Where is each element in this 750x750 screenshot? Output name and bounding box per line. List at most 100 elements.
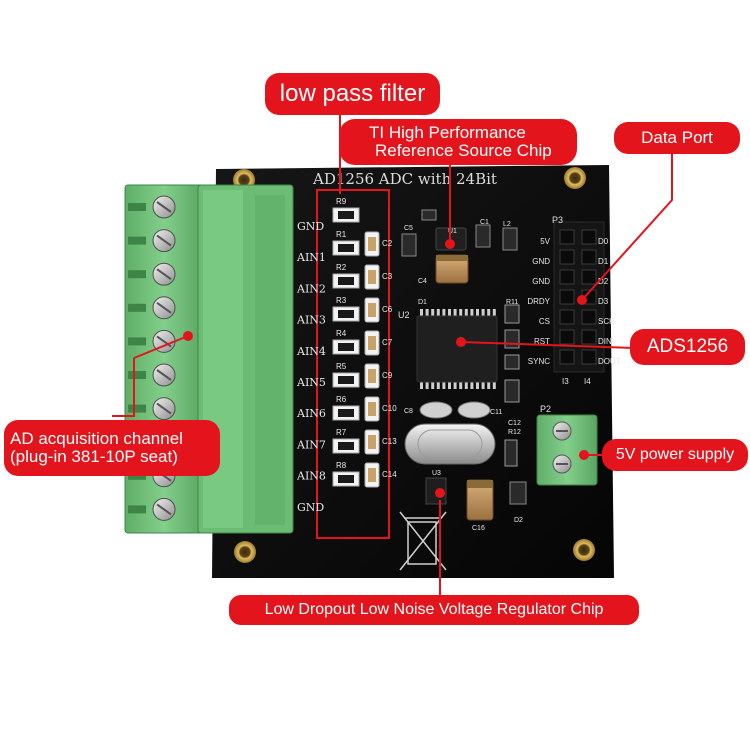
channel-label: AIN6 xyxy=(296,407,326,420)
chip-pin xyxy=(481,309,485,317)
channel-label: AIN2 xyxy=(296,282,326,295)
chip-pin xyxy=(492,381,496,389)
chip-pin xyxy=(470,309,474,317)
power-supply-callout: 5V power supply xyxy=(602,439,748,471)
chip-pin xyxy=(420,309,423,317)
smd-capacitor xyxy=(364,363,380,389)
chip-pin xyxy=(459,309,463,317)
header-pin xyxy=(559,229,575,245)
component-label: C12 xyxy=(508,420,521,427)
leader-lines xyxy=(112,111,673,598)
header-pin xyxy=(581,249,597,265)
chip-pin xyxy=(459,381,463,389)
chip-pin xyxy=(442,309,446,317)
chip-pin xyxy=(470,381,474,389)
port-pin-label: 5V xyxy=(540,237,550,246)
channel-label: AIN7 xyxy=(296,438,326,451)
channel-label: AIN8 xyxy=(296,470,326,483)
header-pin xyxy=(559,329,575,345)
chip-pin xyxy=(442,381,446,389)
power-header-label: P2 xyxy=(540,404,551,414)
terminal-slot xyxy=(128,404,146,413)
capacitor-label: C10 xyxy=(382,404,397,413)
resistor-label: R9 xyxy=(336,197,347,206)
chip-pin xyxy=(436,309,440,317)
header-pin xyxy=(581,229,597,245)
capacitor-label: C14 xyxy=(382,470,397,479)
header-pin xyxy=(559,349,575,365)
component-label: C4 xyxy=(418,278,427,285)
component-label: C16 xyxy=(472,525,485,532)
smd-resistor xyxy=(332,471,360,487)
port-pin-label: SCK xyxy=(598,317,615,326)
component-label: L2 xyxy=(503,221,511,228)
ldo-label: Low Dropout Low Noise Voltage Regulator … xyxy=(264,600,604,618)
terminal-screw-icon xyxy=(152,397,176,421)
chip-pin xyxy=(476,309,479,317)
header-pin xyxy=(559,269,575,285)
smd-capacitor xyxy=(364,462,380,488)
smd-resistor xyxy=(332,306,360,322)
chip-pin xyxy=(431,381,435,389)
port-pin-label: GND xyxy=(532,257,550,266)
chip-pin xyxy=(487,309,491,317)
channel-label: AIN5 xyxy=(296,376,326,389)
ads1256-callout: ADS1256 xyxy=(630,329,745,365)
chip-pin xyxy=(448,309,451,317)
component-label: C11 xyxy=(490,409,502,416)
capacitor-label: C3 xyxy=(382,272,393,281)
terminal-slot xyxy=(128,303,146,312)
port-pin-label: I4 xyxy=(584,377,591,386)
terminal-screw-icon xyxy=(152,229,176,253)
capacitor-label: C13 xyxy=(382,437,397,446)
port-pin-label: D2 xyxy=(598,277,609,286)
terminal-slot xyxy=(128,337,146,346)
component-label: U3 xyxy=(432,470,441,477)
smd-capacitor xyxy=(364,231,380,257)
chip-pin xyxy=(420,381,423,389)
channel-label: GND xyxy=(297,501,324,514)
lowpass-filter-callout: low pass filter xyxy=(265,73,440,115)
ad-channel-label-2: (plug-in 381-10P seat) xyxy=(10,447,178,466)
component-label: C5 xyxy=(404,225,413,232)
component-label: U1 xyxy=(448,228,457,235)
lowpass-filter-label: low pass filter xyxy=(279,80,426,108)
resistor-label: R3 xyxy=(336,296,347,305)
header-pin xyxy=(581,329,597,345)
channel-label: AIN4 xyxy=(296,345,326,358)
resistor-label: R1 xyxy=(336,230,347,239)
recycle-bin-icon xyxy=(399,511,447,571)
capacitor-label: C6 xyxy=(382,305,393,314)
port-pin-label: DOUT xyxy=(598,357,621,366)
port-pin-label: GND xyxy=(532,277,550,286)
resistor-label: R2 xyxy=(336,263,347,272)
port-pin-label: CS xyxy=(539,317,550,326)
chip-pin xyxy=(476,381,479,389)
power-terminal xyxy=(536,414,598,486)
port-header-label: P3 xyxy=(552,215,563,225)
crystal-oscillator xyxy=(404,423,496,465)
terminal-screw-icon xyxy=(152,262,176,286)
terminal-block xyxy=(124,184,294,534)
resistor-label: R6 xyxy=(336,395,347,404)
power-supply-label: 5V power supply xyxy=(615,445,735,463)
resistor-label: R5 xyxy=(336,362,347,371)
terminal-slot xyxy=(128,505,146,514)
ad-channel-callout: AD acquisition channel (plug-in 381-10P … xyxy=(4,420,220,476)
ads1256-chip xyxy=(416,309,498,389)
smd-resistor xyxy=(332,207,360,223)
header-pin xyxy=(559,249,575,265)
ad-channel-label-1: AD acquisition channel xyxy=(10,429,183,449)
chip-pin xyxy=(464,309,468,317)
terminal-slot xyxy=(128,236,146,245)
component-label: R11 xyxy=(506,299,518,306)
data-port-callout: Data Port xyxy=(614,122,740,154)
leader-dots xyxy=(183,239,589,498)
component-label: D2 xyxy=(514,517,523,524)
u2-label: U2 xyxy=(398,310,410,320)
crystal-caps xyxy=(419,401,491,419)
header-pin xyxy=(581,349,597,365)
chip-pin xyxy=(431,309,435,317)
chip-pin xyxy=(436,381,440,389)
reference-chip-label-1: TI High Performance xyxy=(369,123,526,143)
